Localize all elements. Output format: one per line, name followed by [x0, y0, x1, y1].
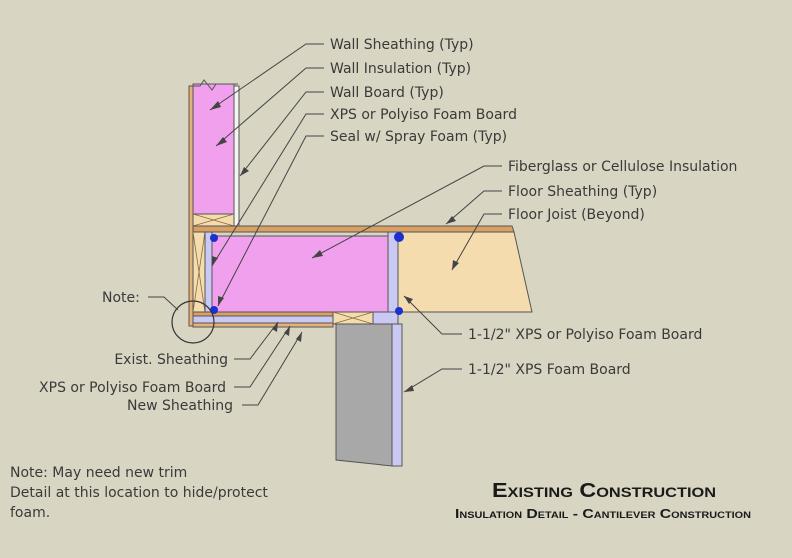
label-note: Note: — [102, 290, 140, 306]
label-xps-polyiso-wall: XPS or Polyiso Foam Board — [330, 107, 517, 123]
label-wall-insulation: Wall Insulation (Typ) — [330, 61, 471, 77]
floor-cavity-insulation — [211, 235, 389, 313]
title-main: Existing Construction — [492, 480, 716, 502]
foundation-wall — [335, 323, 393, 467]
title-sub: Insulation Detail - Cantilever Construct… — [455, 506, 751, 521]
note-line-3: foam. — [10, 505, 51, 521]
note-detail-circle — [171, 300, 215, 344]
label-floor-sheathing: Floor Sheathing (Typ) — [508, 184, 657, 200]
note-line-1: Note: May need new trim — [10, 465, 188, 481]
wall-insulation — [192, 83, 235, 215]
label-fiberglass-cellulose: Fiberglass or Cellulose Insulation — [508, 159, 737, 175]
floor-sheathing — [192, 225, 515, 233]
spray-foam-seal-2 — [210, 306, 218, 314]
wall-board — [233, 85, 240, 227]
note-text-block: Note: May need new trim Detail at this l… — [10, 463, 310, 523]
xps-foam-board-foundation — [391, 323, 403, 467]
xps-foam-board-vertical — [204, 231, 213, 315]
sill-foam-strip — [372, 311, 399, 325]
leader-lines — [148, 43, 502, 406]
xps-foam-board-edge — [387, 231, 399, 313]
note-line-2: Detail at this location to hide/protect — [10, 485, 268, 501]
label-wall-board: Wall Board (Typ) — [330, 85, 444, 101]
new-sheathing-bottom — [192, 322, 334, 328]
spray-foam-seal-4 — [395, 307, 403, 315]
leader-arrowheads — [210, 101, 459, 392]
label-seal-spray-foam: Seal w/ Spray Foam (Typ) — [330, 129, 507, 145]
label-exist-sheathing: Exist. Sheathing — [114, 352, 228, 368]
label-floor-joist: Floor Joist (Beyond) — [508, 207, 645, 223]
wall-break-line — [190, 79, 238, 91]
label-xps-polyiso-bottom: XPS or Polyiso Foam Board — [39, 380, 226, 396]
spray-foam-seal-3 — [394, 232, 404, 242]
label-xps-1-5: 1-1/2" XPS Foam Board — [468, 362, 631, 378]
label-wall-sheathing: Wall Sheathing (Typ) — [330, 37, 474, 53]
spray-foam-seal-1 — [210, 234, 218, 242]
label-xps-polyiso-1-5: 1-1/2" XPS or Polyiso Foam Board — [468, 327, 702, 343]
floor-joist — [397, 231, 533, 313]
wall-sheathing — [188, 85, 194, 327]
label-new-sheathing: New Sheathing — [127, 398, 233, 414]
